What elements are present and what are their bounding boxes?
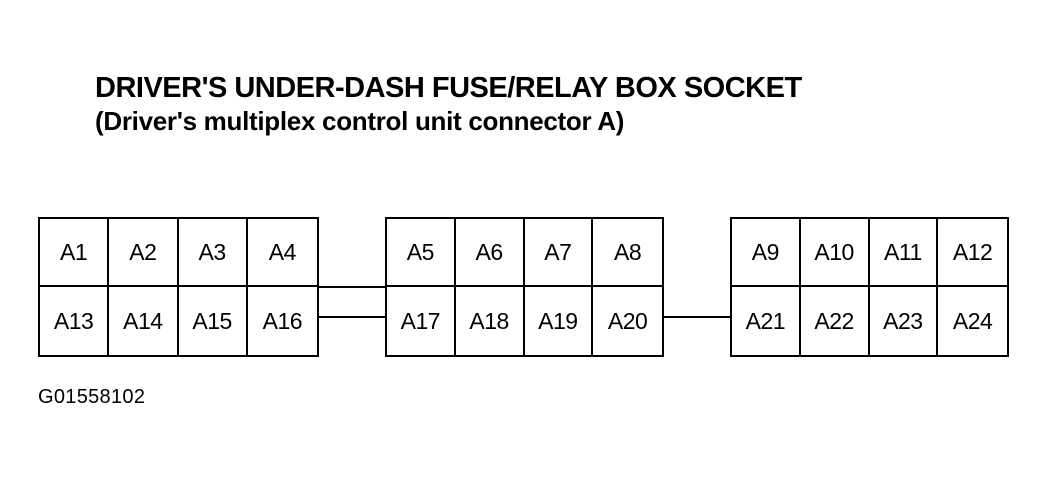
terminal-cell: A13: [40, 287, 110, 355]
terminal-cell: A21: [732, 287, 801, 355]
connector-link-line: [317, 286, 387, 288]
terminal-cell: A10: [800, 219, 870, 287]
terminal-cell: A22: [801, 287, 870, 355]
terminal-cell: A16: [262, 307, 303, 334]
connector-block-1: A1 A2 A3 A4 A13 A14 A15 A16: [38, 217, 319, 357]
connector-block-2: A5 A6 A7 A8 A17 A18 A19 A20: [385, 217, 664, 357]
terminal-cell: A12: [938, 219, 1007, 287]
terminal-cell: A24: [952, 307, 993, 334]
terminal-cell: A5: [387, 219, 456, 287]
terminal-cell: A17: [387, 287, 456, 355]
terminal-cell: A18: [456, 287, 525, 355]
diagram-subtitle: (Driver's multiplex control unit connect…: [95, 106, 625, 136]
terminal-cell: A1: [40, 219, 110, 287]
connector-link-line: [317, 316, 387, 318]
terminal-cell: A20: [607, 307, 648, 334]
terminal-cell: A6: [455, 219, 525, 287]
terminal-cell: A8: [593, 219, 662, 287]
terminal-cell: A7: [524, 219, 594, 287]
diagram-title: DRIVER'S UNDER-DASH FUSE/RELAY BOX SOCKE…: [95, 72, 802, 104]
terminal-cell: A2: [109, 219, 179, 287]
connector-link-line: [662, 316, 732, 318]
terminal-cell: A3: [178, 219, 248, 287]
terminal-cell: A19: [525, 287, 594, 355]
terminal-cell: A9: [732, 219, 801, 287]
terminal-cell: A4: [247, 219, 317, 287]
terminal-cell: A14: [109, 287, 179, 355]
terminal-cell: A15: [179, 287, 248, 355]
terminal-cell: A11: [869, 219, 939, 287]
figure-id: G01558102: [38, 386, 146, 408]
terminal-cell: A23: [870, 287, 939, 355]
connector-block-3: A9 A10 A11 A12 A21 A22 A23 A24: [730, 217, 1009, 357]
